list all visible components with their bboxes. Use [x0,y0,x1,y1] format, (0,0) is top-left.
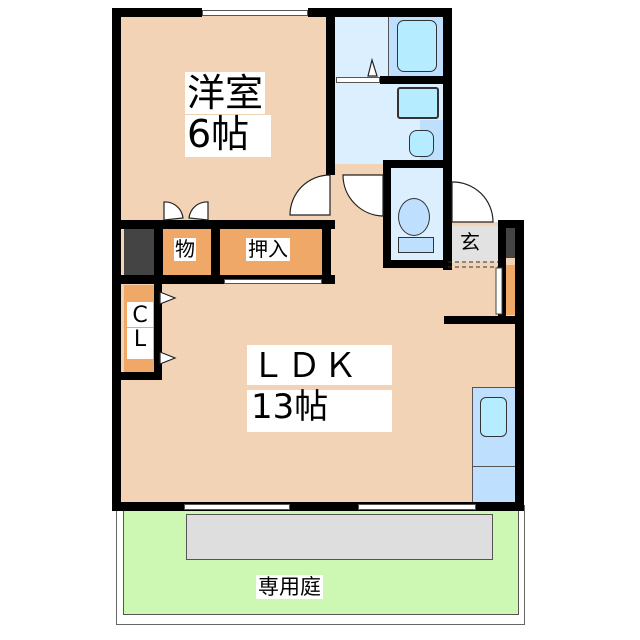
ldk-name: ＬＤＫ [247,345,392,385]
shoe-cabinet[interactable] [506,265,515,315]
door-western-swing [289,174,331,216]
wall-left [112,8,121,508]
wall-wet-bottom [383,160,450,168]
counter-divider [472,466,516,467]
ldk-size: 13帖 [247,389,392,432]
window-oshiire[interactable] [224,279,322,284]
garden-label: 専用庭 [256,575,323,600]
door-storage-right [188,201,209,221]
wall-kitchen-stub [444,316,520,324]
pipe-shaft-right [505,228,515,258]
wall-bath-divider [380,76,450,84]
wall-closet-right [322,220,331,284]
terrace-deck [186,514,493,560]
wall-closets-bottom [112,275,335,284]
wall-toilet-left [383,160,391,268]
oshiire-label: 押入 [246,237,290,261]
toilet-icon [398,198,430,236]
wall-top-right [308,8,450,17]
washing-machine-icon [409,130,434,157]
wall-bottom [112,502,524,511]
window-wash-top[interactable] [336,77,380,83]
wall-top-left [112,8,202,17]
window-ldk-left[interactable] [184,504,290,510]
bathtub-icon [397,20,437,72]
toilet-tank-icon [398,237,434,253]
wall-cl-right [154,280,162,380]
wall-closet-divider-2 [211,220,220,284]
pipe-shaft-left [124,228,154,275]
western-room-name: 洋室 [185,71,266,115]
wall-western-right [326,8,335,175]
western-room-size: 6帖 [185,114,271,157]
washbasin-icon [397,87,439,119]
wall-cl-bottom [112,372,162,380]
entrance-window [495,267,503,315]
window-western-top[interactable] [202,10,308,16]
wall-entrance-top [498,220,524,228]
cl-label-l: L [127,328,153,360]
kitchen-sink [480,397,507,437]
window-ldk-right[interactable] [358,504,476,510]
door-storage-left [163,201,184,221]
storage-mono-label: 物 [174,237,196,261]
door-cl-bottom [159,351,177,365]
wall-right [515,220,524,508]
wall-toilet-bottom [383,260,451,268]
entrance-label: 玄 [460,230,480,254]
door-wash-triangle [367,57,378,77]
cl-label-c: C [127,302,153,328]
wall-closets-top [112,220,335,229]
entrance-floor [448,226,500,262]
wall-wet-right [443,8,452,270]
door-entrance-swing [451,181,494,223]
door-cl-top [159,291,177,305]
door-hall-swing [342,174,384,217]
wall-closet-divider-1 [154,220,163,284]
